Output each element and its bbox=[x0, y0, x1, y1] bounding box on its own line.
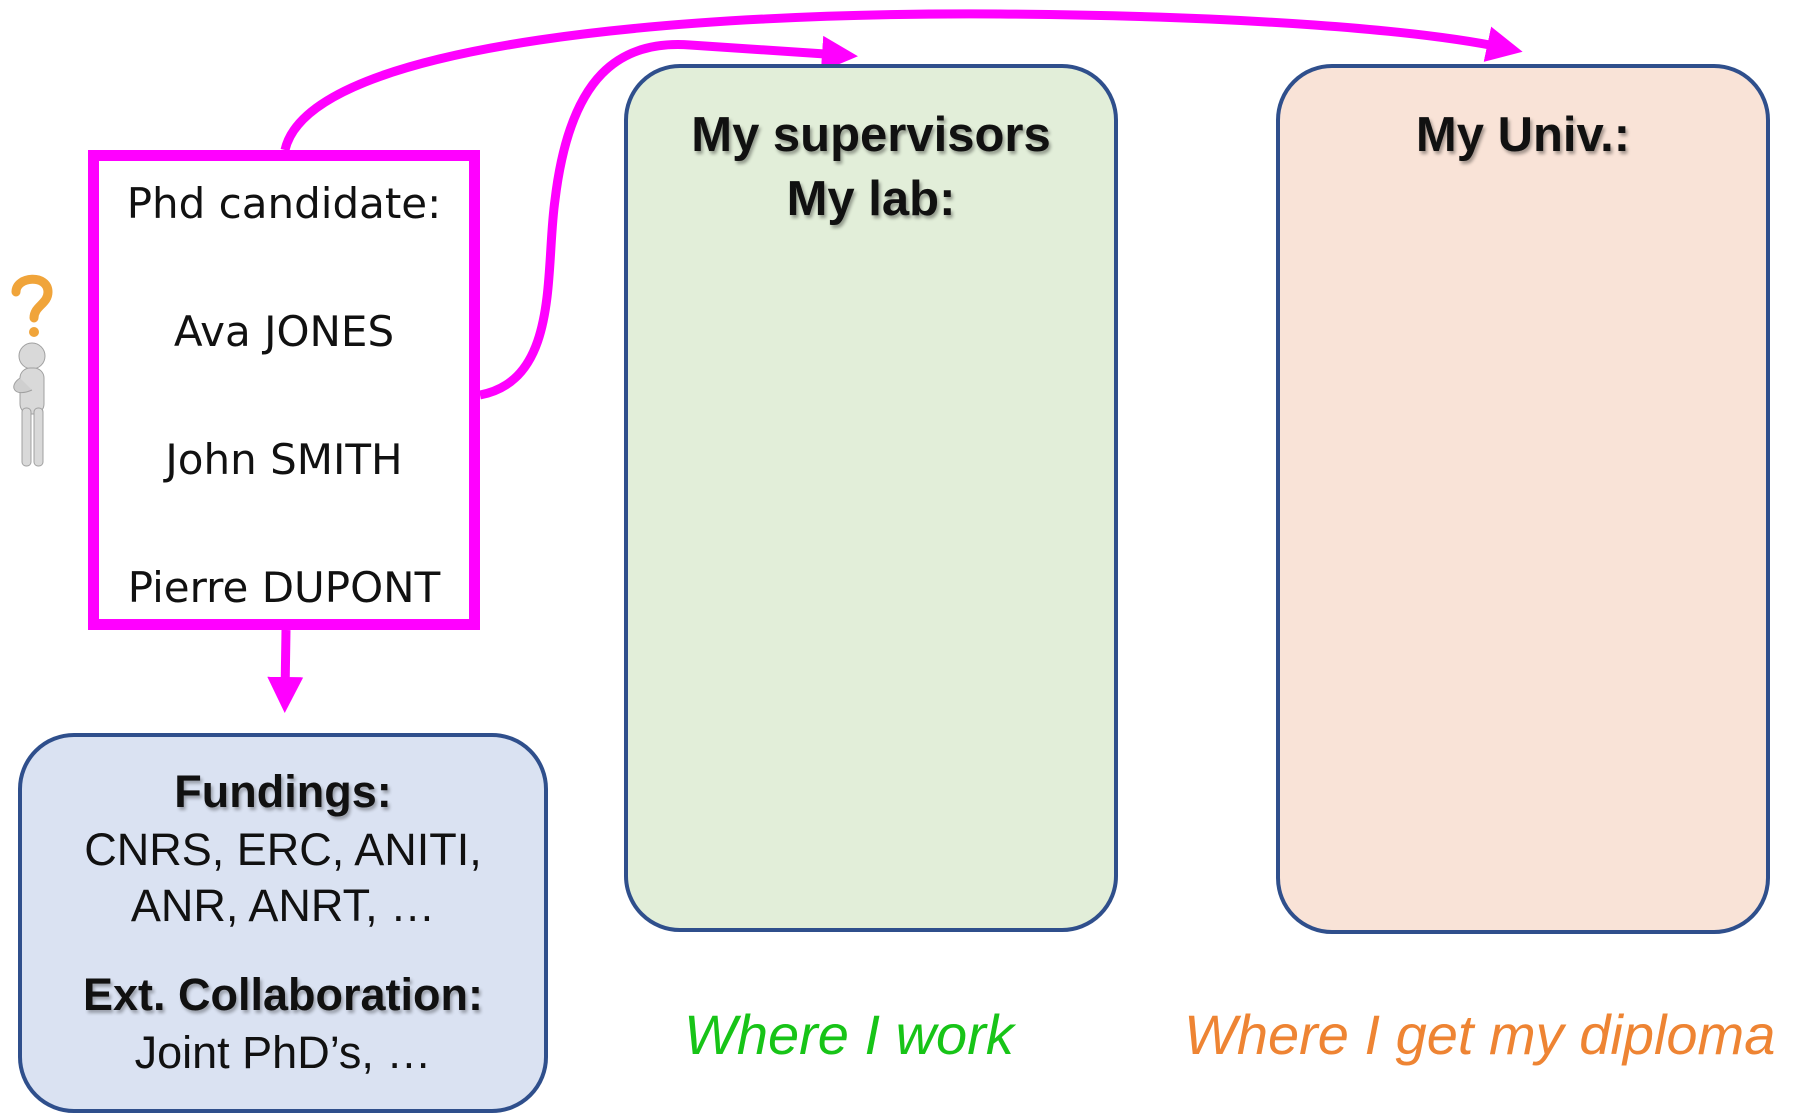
question-mark-icon bbox=[11, 274, 53, 337]
fundings-line: CNRS, ERC, ANITI, bbox=[84, 824, 482, 875]
fundings-panel: Fundings: CNRS, ERC, ANITI, ANR, ANRT, …… bbox=[18, 733, 548, 1113]
collaboration-heading: Ext. Collaboration: bbox=[82, 969, 483, 1020]
candidate-name: Ava JONES bbox=[173, 307, 395, 356]
fundings-heading: Fundings: bbox=[174, 766, 392, 817]
university-title: My Univ.: bbox=[1415, 108, 1631, 162]
arrow-to-fundings bbox=[267, 629, 304, 713]
candidate-name: Pierre DUPONT bbox=[127, 563, 441, 612]
person-figure bbox=[13, 342, 46, 467]
phd-candidate-box: Phd candidate: Ava JONES John SMITH Pier… bbox=[88, 150, 480, 630]
where-i-get-diploma-caption: Where I get my diploma bbox=[1184, 1003, 1776, 1066]
where-i-work-caption: Where I work bbox=[684, 1003, 1014, 1066]
thinking-person-icon bbox=[11, 274, 53, 467]
collaboration-line: Joint PhD’s, … bbox=[134, 1027, 432, 1078]
phd-candidate-label: Phd candidate: bbox=[126, 179, 442, 228]
lab-title: My lab: bbox=[786, 172, 956, 226]
candidate-name: John SMITH bbox=[165, 435, 403, 484]
fundings-line: ANR, ANRT, … bbox=[130, 880, 436, 931]
university-panel: My Univ.: bbox=[1276, 64, 1770, 934]
supervisors-lab-panel: My supervisors My lab: bbox=[624, 64, 1118, 932]
supervisors-title: My supervisors bbox=[691, 108, 1051, 162]
